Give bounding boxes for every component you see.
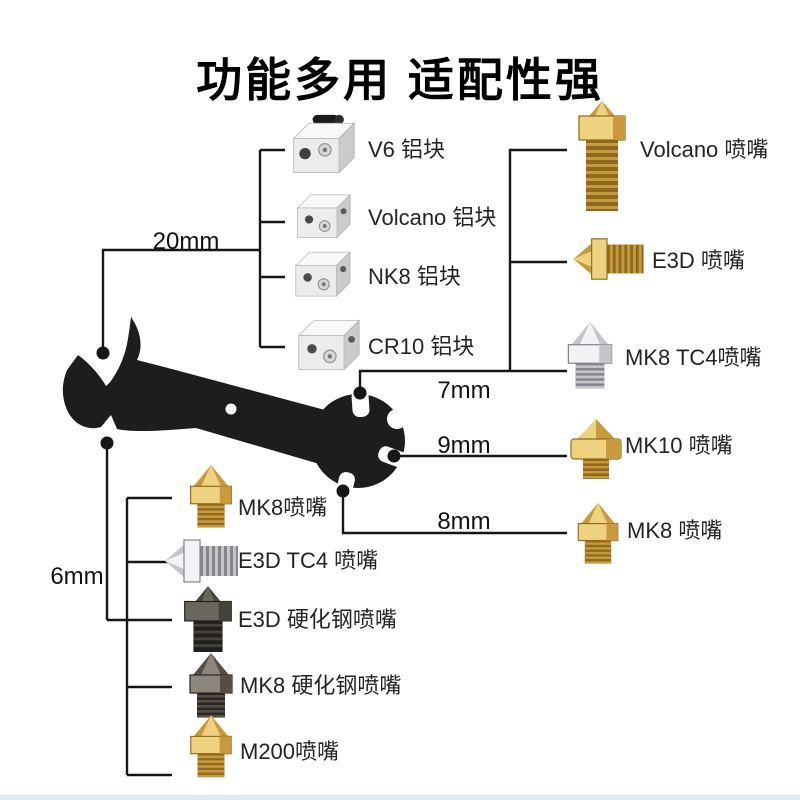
nozzle-label-mk8-hardened: MK8 硬化钢喷嘴 — [240, 673, 402, 698]
line-8mm — [341, 492, 567, 535]
heater-block-nk8-image — [289, 245, 355, 305]
block-label-v6: V6 铝块 — [368, 137, 446, 162]
mk8-hardened-nozzle-image — [184, 651, 238, 719]
mk8-nozzle-left-image — [185, 463, 237, 529]
nozzle-label-mk8-tc4: MK8 TC4喷嘴 — [625, 345, 762, 370]
dim-label-8mm: 8mm — [437, 508, 491, 535]
nozzle-label-m200: M200喷嘴 — [240, 739, 340, 764]
block-label-cr10: CR10 铝块 — [368, 334, 475, 359]
wrench-disc-head — [311, 394, 405, 488]
m200-nozzle-image — [186, 713, 236, 779]
nozzle-label-e3d-tc4: E3D TC4 喷嘴 — [238, 548, 379, 573]
heater-block-volcano-image — [291, 188, 355, 246]
callout-lines — [101, 148, 567, 777]
heater-block-cr10-image — [290, 313, 366, 379]
wrench-image — [62, 317, 408, 503]
mk10-nozzle-image — [568, 417, 624, 481]
bottom-edge-strip — [0, 795, 800, 800]
heater-block-v6-image — [286, 112, 360, 182]
nozzle-label-mk8-right: MK8 喷嘴 — [627, 518, 723, 543]
volcano-nozzle-image — [577, 99, 627, 213]
mk8-nozzle-right-image — [572, 501, 624, 565]
nozzle-label-volcano: Volcano 喷嘴 — [640, 137, 769, 162]
page-title: 功能多用 适配性强 — [196, 54, 604, 106]
mk8-tc4-nozzle-image — [563, 320, 617, 390]
e3d-hardened-nozzle-image — [180, 584, 236, 652]
dim-label-6mm: 6mm — [50, 563, 104, 590]
callout-dots — [96, 346, 401, 498]
block-label-nk8: NK8 铝块 — [368, 264, 461, 289]
e3d-tc4-nozzle-image — [161, 535, 241, 587]
nozzle-label-mk8-left: MK8喷嘴 — [238, 495, 328, 520]
line-right-bracket — [508, 148, 567, 371]
wrench-hang-hole — [225, 403, 237, 415]
nozzle-label-e3d-hardened: E3D 硬化钢喷嘴 — [238, 607, 397, 632]
nozzle-label-e3d: E3D 喷嘴 — [652, 248, 745, 273]
nozzle-label-mk10: MK10 喷嘴 — [625, 433, 733, 458]
block-label-volcano: Volcano 铝块 — [368, 205, 497, 230]
e3d-nozzle-image — [570, 234, 646, 284]
dim-label-7mm: 7mm — [437, 377, 491, 404]
line-7mm — [358, 369, 567, 391]
line-20mm — [101, 248, 260, 352]
dim-label-20mm: 20mm — [152, 228, 220, 255]
dim-label-9mm: 9mm — [437, 432, 491, 459]
